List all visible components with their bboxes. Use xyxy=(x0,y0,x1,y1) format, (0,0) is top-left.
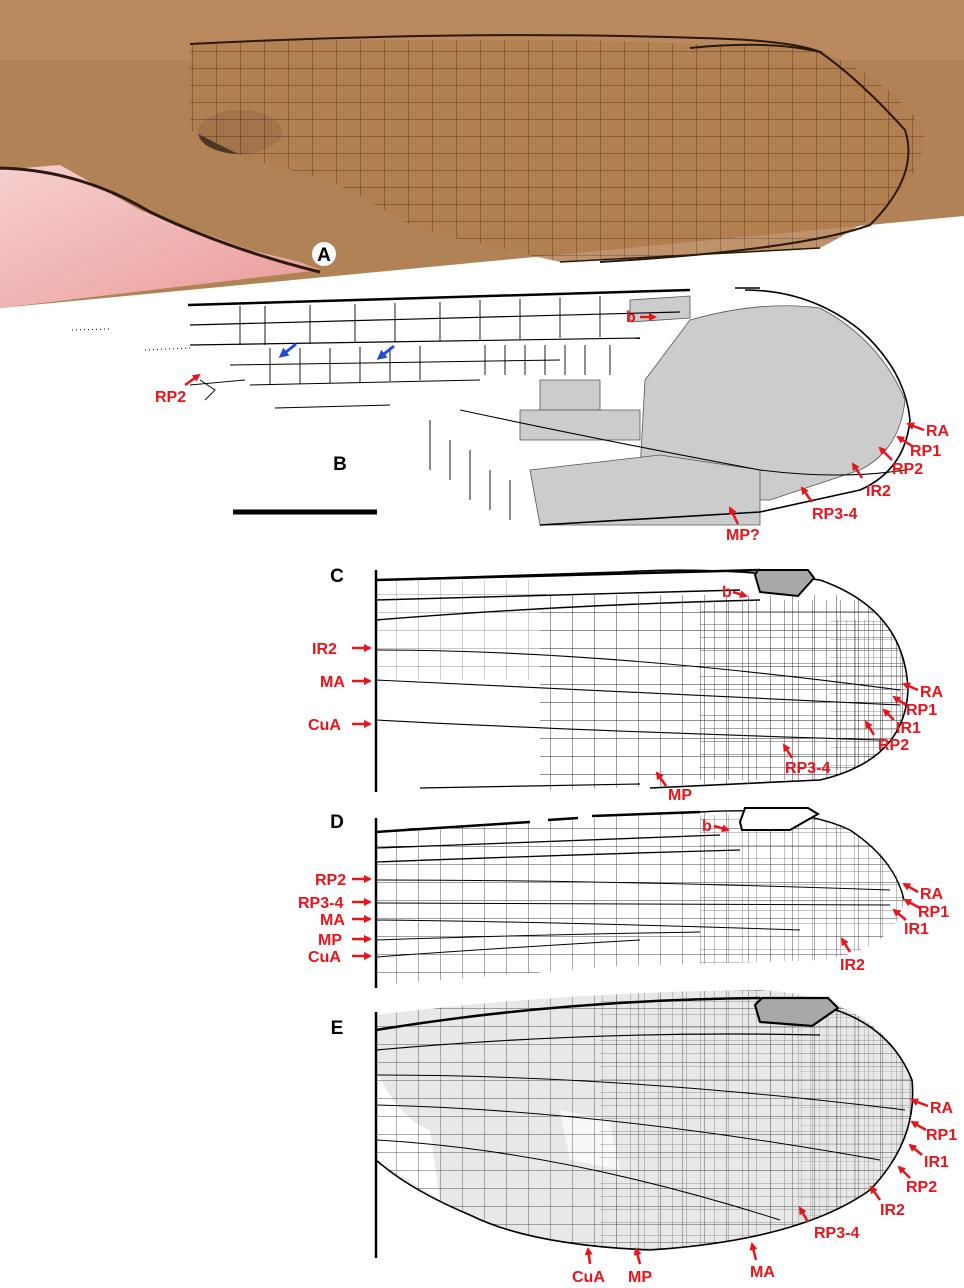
label-c-mp: MP xyxy=(668,787,692,804)
label-d-ma: MA xyxy=(320,912,345,929)
label-c-b: b xyxy=(722,584,732,601)
label-d-ra: RA xyxy=(920,886,944,903)
label-e-ir1: IR1 xyxy=(924,1154,949,1171)
label-b-ir2: IR2 xyxy=(866,483,891,500)
panel-c-drawing: C b IR2 MA CuA RA RP1 IR1 xyxy=(308,566,944,804)
panel-d-label: D xyxy=(330,812,344,833)
label-e-mp: MP xyxy=(628,1269,652,1286)
label-c-ra: RA xyxy=(920,684,944,701)
panel-c-label: C xyxy=(330,566,344,587)
label-d-mp: MP xyxy=(318,932,342,949)
label-b-ra: RA xyxy=(926,423,950,440)
label-b-rp1: RP1 xyxy=(910,443,941,460)
panel-a-photo: A xyxy=(0,0,964,308)
blue-arrow-1 xyxy=(281,344,296,356)
label-b-mp: MP? xyxy=(726,527,760,544)
panel-b-label: B xyxy=(333,454,347,475)
label-b-rp2-right: RP2 xyxy=(892,461,923,478)
panel-e-drawing: E RA RP1 IR1 RP2 IR2 RP3-4 MA xyxy=(331,990,958,1286)
label-b-b: b xyxy=(626,309,636,326)
label-c-cua: CuA xyxy=(308,717,341,734)
label-e-ma: MA xyxy=(750,1264,775,1281)
label-c-ma: MA xyxy=(320,674,345,691)
label-d-rp2: RP2 xyxy=(315,872,346,889)
label-c-rp2: RP2 xyxy=(878,737,909,754)
panel-a-label: A xyxy=(317,245,331,266)
label-e-cua: CuA xyxy=(572,1269,605,1286)
label-d-cua: CuA xyxy=(308,949,341,966)
label-e-rp3-4: RP3-4 xyxy=(814,1225,859,1242)
label-c-ir2: IR2 xyxy=(312,641,337,658)
label-d-b: b xyxy=(702,818,712,835)
label-e-ra: RA xyxy=(930,1100,954,1117)
label-e-ir2: IR2 xyxy=(880,1202,905,1219)
label-d-rp3-4: RP3-4 xyxy=(298,895,343,912)
panel-b-drawing: B b RP2 RA RP1 RP2 IR2 RP3-4 MP? xyxy=(72,288,950,544)
label-c-rp3-4: RP3-4 xyxy=(785,760,830,777)
label-d-ir2: IR2 xyxy=(840,957,865,974)
label-d-rp1: RP1 xyxy=(918,904,949,921)
label-d-ir1: IR1 xyxy=(904,921,929,938)
label-e-rp2: RP2 xyxy=(906,1179,937,1196)
panel-d-drawing: D b RP2 RP3-4 MA MP CuA RA xyxy=(298,808,949,988)
label-c-rp1: RP1 xyxy=(906,702,937,719)
label-b-rp2-left: RP2 xyxy=(155,389,186,406)
blue-arrow-2 xyxy=(379,346,394,358)
label-e-rp1: RP1 xyxy=(926,1127,957,1144)
panel-e-label: E xyxy=(331,1018,344,1039)
label-c-ir1: IR1 xyxy=(896,720,921,737)
label-b-rp3-4: RP3-4 xyxy=(812,506,857,523)
